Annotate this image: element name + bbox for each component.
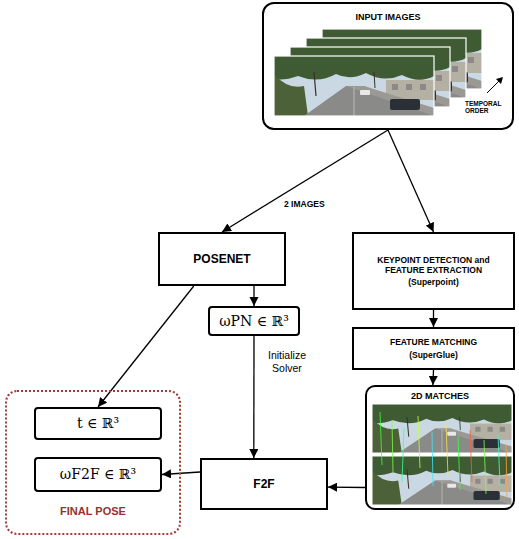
process-box: F2F	[200, 458, 328, 510]
math-label: ωPN ∈ ℝ³	[219, 313, 289, 330]
output-box: ωPN ∈ ℝ³	[208, 306, 300, 336]
match-images	[372, 404, 512, 453]
match-images	[372, 404, 512, 505]
flow-arrow	[328, 486, 365, 488]
frame-image	[274, 56, 434, 116]
process-box: POSENET	[158, 232, 286, 286]
match-images	[392, 420, 393, 472]
temporal-arrow	[487, 77, 503, 93]
image-stack	[274, 29, 482, 116]
match-images	[484, 440, 486, 494]
box-sublabel: (SuperGlue)	[409, 350, 458, 360]
process-box: KEYPOINT DETECTION and FEATURE EXTRACTIO…	[352, 232, 515, 310]
box-label: KEYPOINT DETECTION and FEATURE EXTRACTIO…	[358, 255, 510, 275]
region-title: FINAL POSE	[7, 505, 179, 518]
match-images	[418, 416, 420, 468]
flow-arrow	[253, 336, 254, 458]
match-images	[380, 412, 507, 498]
flow-arrow	[162, 472, 200, 475]
flow-arrow	[433, 310, 434, 327]
box-label: POSENET	[193, 252, 250, 266]
box-title: 2D MATCHES	[411, 391, 469, 402]
math-label: ωF2F ∈ ℝ³	[60, 466, 136, 483]
flow-label: 2 IMAGES	[283, 199, 326, 209]
match-images	[402, 428, 404, 482]
input-images-box: INPUT IMAGES TEMPORAL ORDER	[262, 2, 514, 130]
flow-arrow	[253, 286, 254, 306]
flow-arrow	[388, 130, 434, 232]
frame-image	[274, 56, 434, 116]
match-images	[470, 430, 472, 482]
axis-label: TEMPORAL ORDER	[465, 100, 511, 115]
match-images	[372, 404, 512, 453]
math-label: t ∈ ℝ³	[77, 415, 119, 432]
output-box: ωF2F ∈ ℝ³	[34, 457, 162, 492]
output-box: t ∈ ℝ³	[34, 407, 162, 440]
flow-arrow	[98, 286, 194, 407]
temporal-arrow	[496, 77, 503, 84]
flow-arrow	[222, 130, 388, 232]
process-box: FEATURE MATCHING (SuperGlue)	[352, 327, 515, 370]
box-label: FEATURE MATCHING	[390, 337, 477, 347]
match-images	[506, 444, 507, 498]
edge-label: Initialize Solver	[257, 349, 317, 375]
final-pose-region: FINAL POSE t ∈ ℝ³ ωF2F ∈ ℝ³	[5, 390, 181, 535]
match-images	[380, 412, 382, 465]
box-title: INPUT IMAGES	[355, 12, 420, 23]
matches-box: 2D MATCHES	[365, 385, 515, 510]
match-images	[498, 434, 500, 486]
box-sublabel: (Superpoint)	[408, 277, 459, 287]
flow-arrow	[432, 370, 434, 385]
frame-image	[274, 56, 434, 116]
box-label: F2F	[253, 477, 274, 491]
match-images	[432, 432, 433, 486]
match-images	[446, 424, 448, 476]
temporal-arrow	[487, 80, 500, 93]
match-images	[458, 436, 460, 490]
